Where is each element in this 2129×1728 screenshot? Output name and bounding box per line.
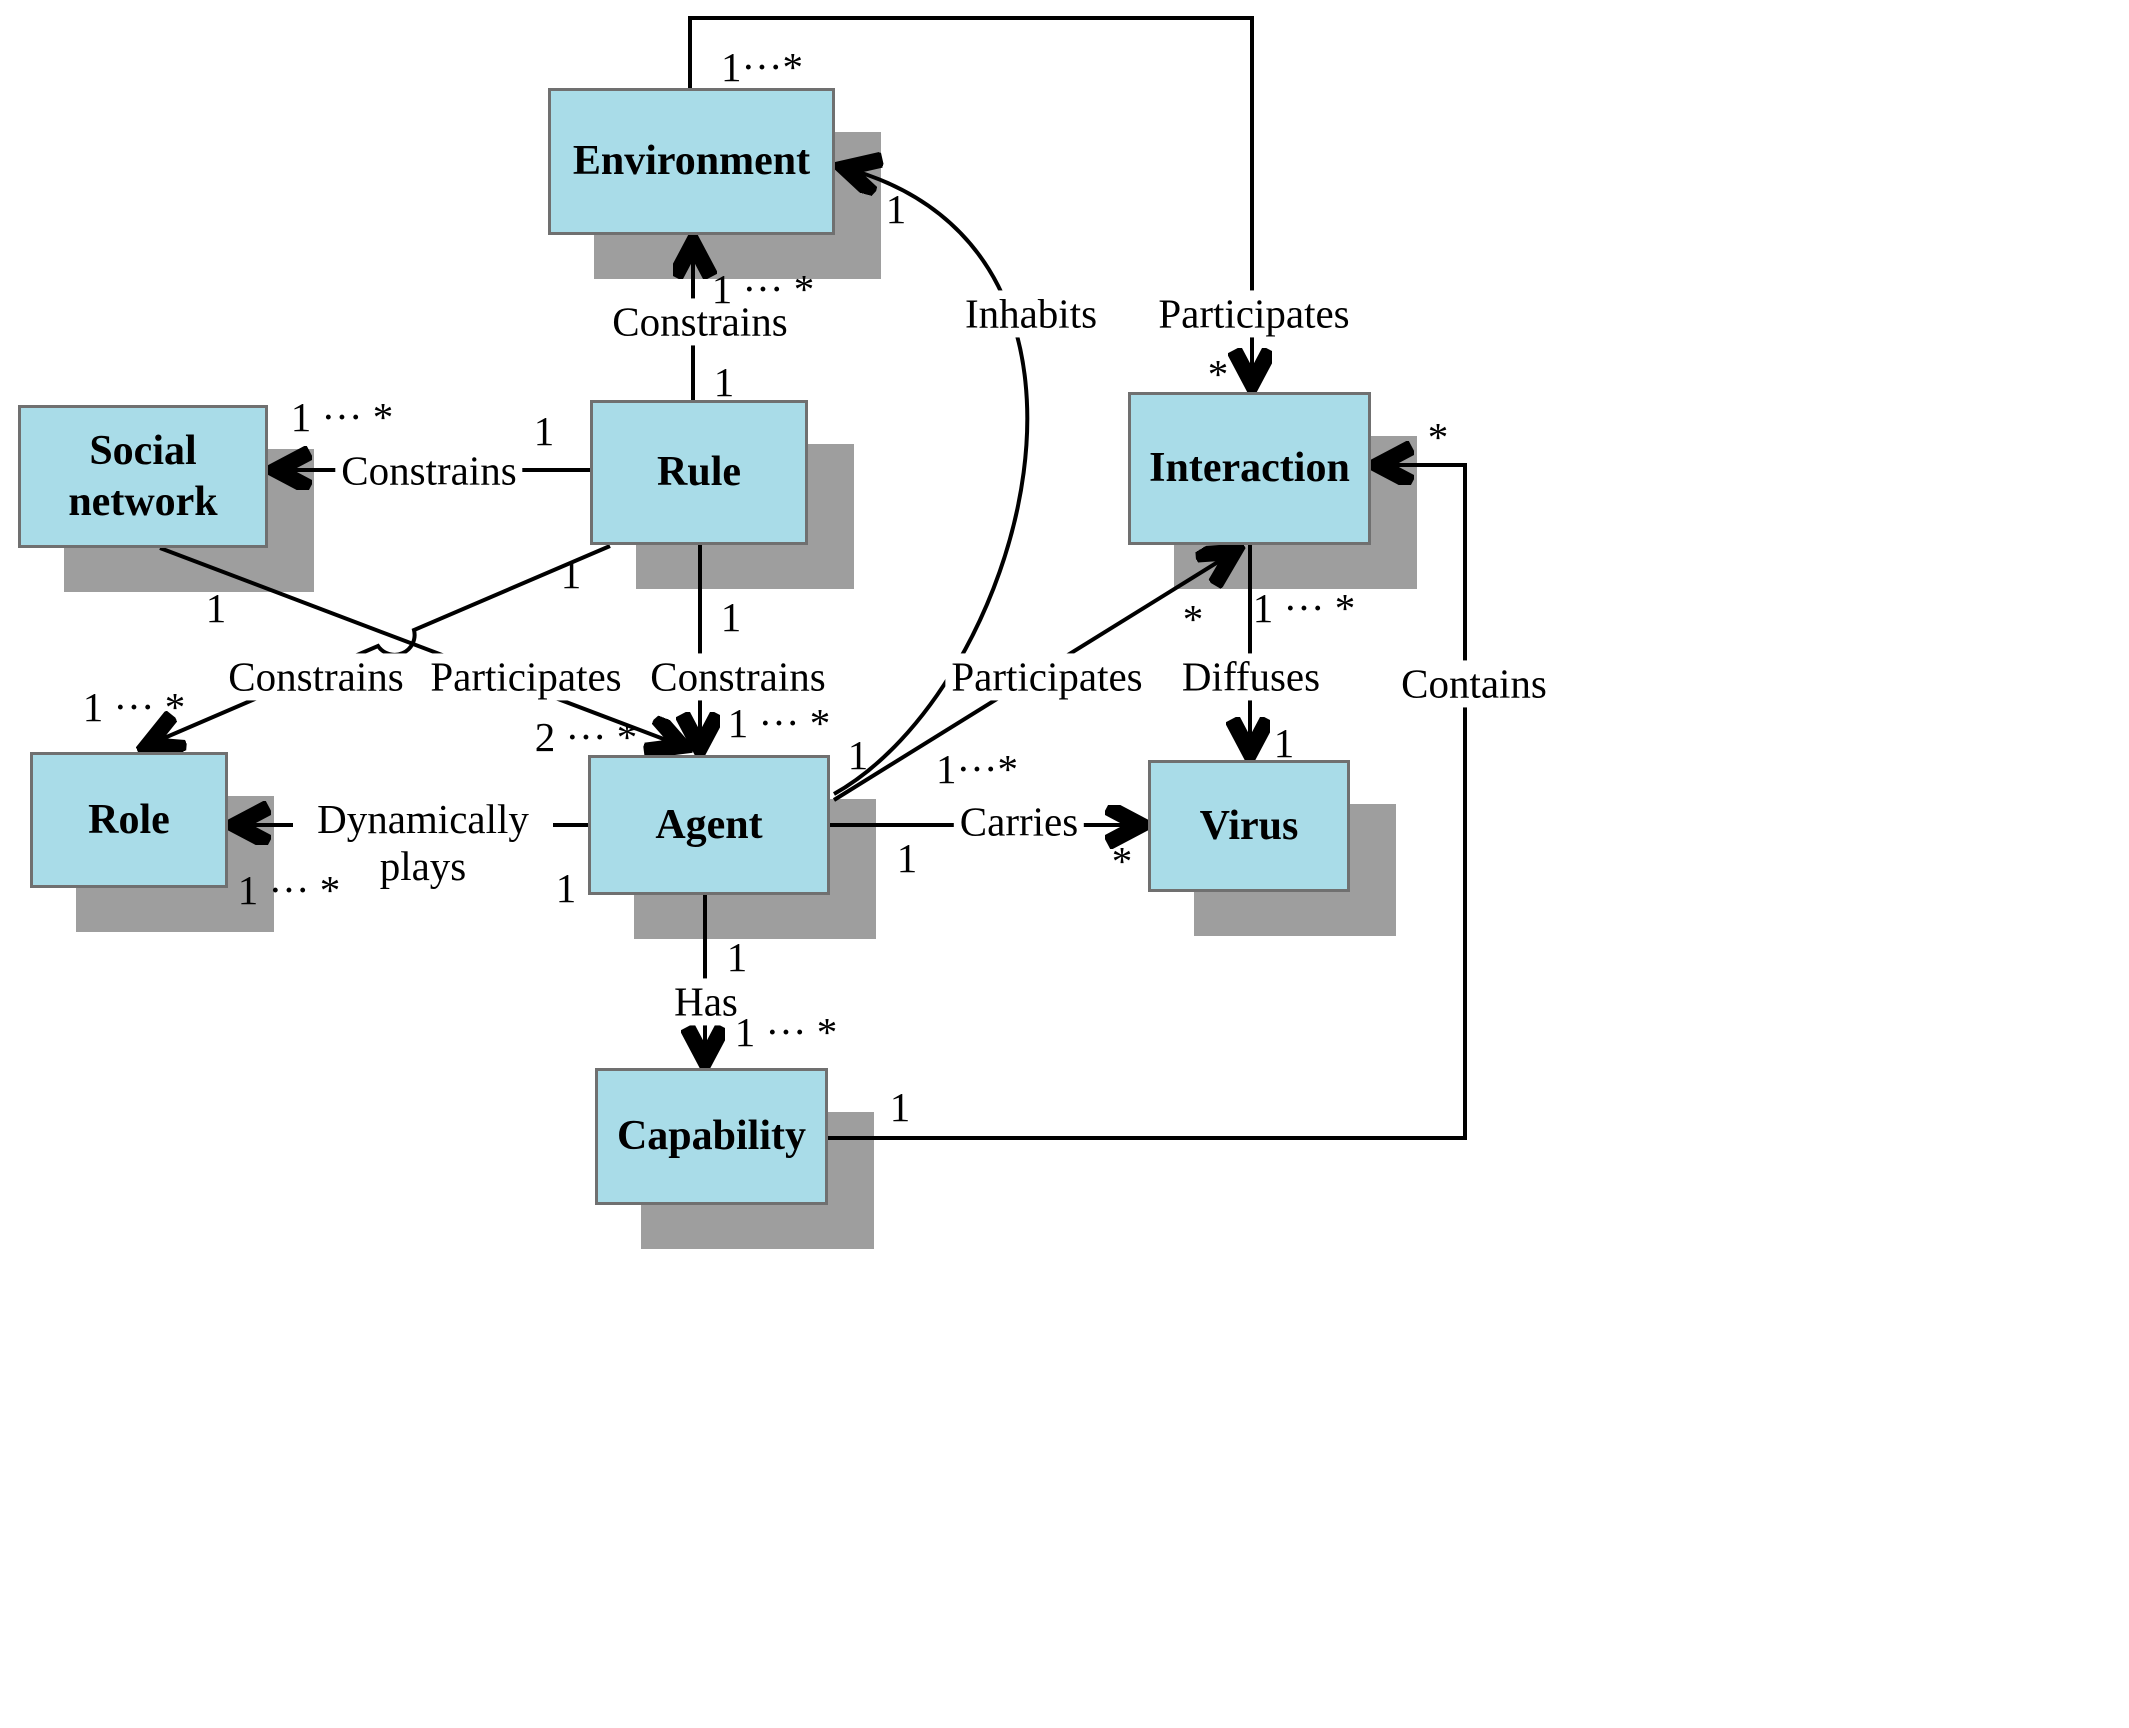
multiplicity-carries-virus-end: * [1111,838,1133,884]
edge-label-contains: Contains [1395,660,1553,708]
role-box: Role [30,752,228,888]
multiplicity-contains-capability-end: 1 [889,1084,911,1130]
multiplicity-dynplays-role-end: 1 ··· * [237,867,341,913]
edge-label-environment-interaction: Participates [1152,290,1356,338]
multiplicity-rule-env-rule-end: 1 [713,359,735,405]
social-network-box: Social network [18,405,268,548]
multiplicity-carries-agent-end: 1 [896,835,918,881]
edge-label-rule-social-network: Constrains [335,447,523,495]
capability-label: Capability [616,1113,807,1160]
rule-label: Rule [657,449,741,496]
multiplicity-rule-role-role-end: 1 ··· * [82,684,186,730]
edge-label-social-network-agent: Participates [424,653,628,701]
multiplicity-dynplays-agent-end: 1 [555,865,577,911]
social-network-label: Social network [68,428,218,525]
capability-box: Capability [595,1068,828,1205]
edge-label-agent-interaction: Participates [945,653,1149,701]
environment-label: Environment [572,138,811,185]
multiplicity-rule-agent-agent-end: 1 ··· * [727,700,831,746]
connector-capability-interaction [828,465,1467,1140]
multiplicity-rule-socnet-socnet-end: 1 ··· * [290,394,394,440]
multiplicity-socnet-agent-agent-end: 2 ··· * [534,714,638,760]
connector-agent-environment [834,168,1030,796]
edge-label-inhabits: Inhabits [958,290,1104,338]
role-label: Role [88,796,170,843]
multiplicity-has-capability-end: 1 ··· * [734,1009,838,1055]
interaction-label: Interaction [1149,445,1350,492]
multiplicity-rule-agent-rule-end: 1 [720,594,742,640]
edge-label-rule-agent: Constrains [644,653,832,701]
multiplicity-rule-env-env-end: 1 ··· * [711,266,815,312]
multiplicity-contains-interaction-end: * [1427,414,1449,460]
connector-rule-role [148,544,611,745]
edge-label-carries: Carries [953,798,1085,846]
multiplicity-rule-role-rule-end: 1 [560,551,582,597]
multiplicity-inhabits-agent-end: 1 [847,732,869,778]
multiplicity-diffuses-interaction-end: 1 ··· * [1252,585,1356,631]
edge-label-diffuses: Diffuses [1175,653,1327,701]
multiplicity-socnet-agent-socnet-end: 1 [205,585,227,631]
connector-social-network-agent [159,546,682,746]
multiplicity-has-agent-end: 1 [726,934,748,980]
virus-label: Virus [1199,802,1299,849]
connector-environment-interaction [688,16,1252,384]
multiplicity-rule-socnet-rule-end: 1 [533,408,555,454]
agent-box: Agent [588,755,830,895]
interaction-box: Interaction [1128,392,1371,545]
agent-label: Agent [655,801,763,848]
multiplicity-env-interaction-interaction-end: * [1207,351,1229,397]
multiplicity-inhabits-env-end: 1 [885,186,907,232]
edge-label-rule-role: Constrains [222,653,410,701]
virus-box: Virus [1148,760,1350,892]
multiplicity-agent-interaction-interaction-end: * [1182,596,1204,642]
multiplicity-agent-interaction-agent-end: 1···* [936,746,1018,792]
environment-box: Environment [548,88,835,235]
edge-label-rule-environment: Constrains [606,298,794,346]
edge-label-has: Has [668,978,744,1026]
multiplicity-diffuses-virus-end: 1 [1273,720,1295,766]
multiplicity-env-interaction-env-end: 1···* [721,44,803,90]
edge-label-dynamically-plays: Dynamically plays [293,795,553,891]
rule-box: Rule [590,400,808,545]
